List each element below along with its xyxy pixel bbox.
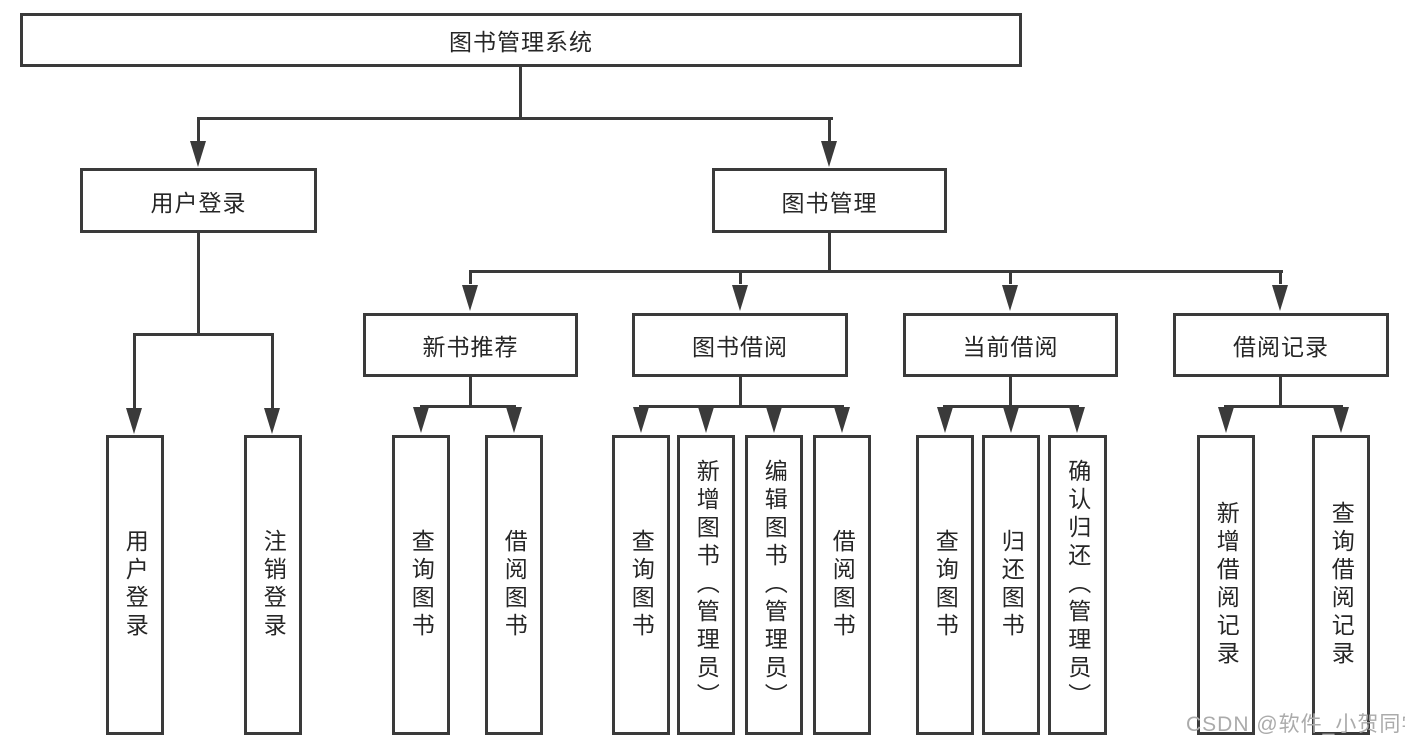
node-library-management-system: 图书管理系统 [20, 13, 1022, 67]
node-label: 新增图书（管理员） [693, 459, 720, 711]
arrow-down-icon [633, 407, 649, 433]
connector-line [943, 405, 1079, 408]
node-label: 新增借阅记录 [1213, 501, 1240, 669]
leaf-query-books-recommend: 查询图书 [392, 435, 450, 735]
connector-line [197, 117, 833, 120]
arrow-down-icon [1069, 407, 1085, 433]
connector-line [1224, 405, 1343, 408]
node-label: 确认归还（管理员） [1064, 459, 1091, 711]
arrow-down-icon [506, 407, 522, 433]
node-label: 图书管理 [781, 189, 878, 216]
arrow-down-icon [698, 407, 714, 433]
leaf-logout-login: 注销登录 [244, 435, 302, 735]
node-label: 归还图书 [998, 529, 1025, 641]
node-label: 查询图书 [408, 529, 435, 641]
arrow-down-icon [190, 141, 206, 167]
connector-line [1009, 377, 1012, 407]
arrow-down-icon [1003, 407, 1019, 433]
leaf-confirm-return-admin: 确认归还（管理员） [1048, 435, 1107, 735]
node-borrowing-records: 借阅记录 [1173, 313, 1389, 377]
arrow-down-icon [1218, 407, 1234, 433]
connector-line [828, 233, 831, 272]
connector-line [1279, 270, 1282, 284]
node-label: 借阅图书 [501, 529, 528, 641]
connector-line [639, 405, 844, 408]
connector-line [739, 270, 742, 284]
leaf-borrow-books-borrowing: 借阅图书 [813, 435, 871, 735]
arrow-down-icon [821, 141, 837, 167]
leaf-query-books-current: 查询图书 [916, 435, 974, 735]
arrow-down-icon [413, 407, 429, 433]
node-label: 图书借阅 [692, 334, 788, 360]
node-label: 借阅记录 [1233, 334, 1329, 360]
node-label: 用户登录 [150, 189, 247, 216]
leaf-return-books: 归还图书 [982, 435, 1040, 735]
connector-line [271, 333, 274, 411]
arrow-down-icon [462, 285, 478, 311]
node-label: 编辑图书（管理员） [761, 459, 788, 711]
arrow-down-icon [766, 407, 782, 433]
node-label: 用户登录 [122, 529, 149, 641]
connector-line [420, 405, 516, 408]
node-label: 查询图书 [628, 529, 655, 641]
arrow-down-icon [834, 407, 850, 433]
connector-line [739, 377, 742, 407]
node-label: 图书管理系统 [449, 29, 593, 55]
leaf-borrow-books-recommend: 借阅图书 [485, 435, 543, 735]
connector-line [469, 270, 472, 284]
connector-line [1279, 377, 1282, 407]
node-new-book-recommendation: 新书推荐 [363, 313, 578, 377]
arrow-down-icon [732, 285, 748, 311]
leaf-query-books-borrowing: 查询图书 [612, 435, 670, 735]
connector-line [828, 117, 831, 143]
leaf-query-borrow-record: 查询借阅记录 [1312, 435, 1370, 735]
connector-line [469, 270, 1283, 273]
node-label: 查询借阅记录 [1328, 501, 1355, 669]
watermark: CSDN @软件_小贺同学 [1186, 713, 1405, 736]
connector-line [133, 333, 136, 411]
node-book-borrowing: 图书借阅 [632, 313, 848, 377]
leaf-add-book-admin: 新增图书（管理员） [677, 435, 735, 735]
connector-line [1009, 270, 1012, 284]
node-label: 当前借阅 [962, 334, 1059, 360]
leaf-edit-book-admin: 编辑图书（管理员） [745, 435, 803, 735]
node-label: 注销登录 [260, 529, 287, 641]
node-current-borrowing: 当前借阅 [903, 313, 1118, 377]
connector-line [469, 377, 472, 407]
leaf-add-borrow-record: 新增借阅记录 [1197, 435, 1255, 735]
connector-line [197, 233, 200, 335]
arrow-down-icon [1272, 285, 1288, 311]
connector-line [133, 333, 274, 336]
node-book-management: 图书管理 [712, 168, 947, 233]
node-label: 借阅图书 [829, 529, 856, 641]
arrow-down-icon [937, 407, 953, 433]
node-label: 查询图书 [932, 529, 959, 641]
connector-line [197, 117, 200, 143]
leaf-user-login: 用户登录 [106, 435, 164, 735]
arrow-down-icon [264, 408, 280, 434]
arrow-down-icon [1333, 407, 1349, 433]
node-user-login: 用户登录 [80, 168, 317, 233]
arrow-down-icon [126, 408, 142, 434]
node-label: 新书推荐 [422, 334, 519, 360]
connector-line [519, 66, 522, 119]
arrow-down-icon [1002, 285, 1018, 311]
